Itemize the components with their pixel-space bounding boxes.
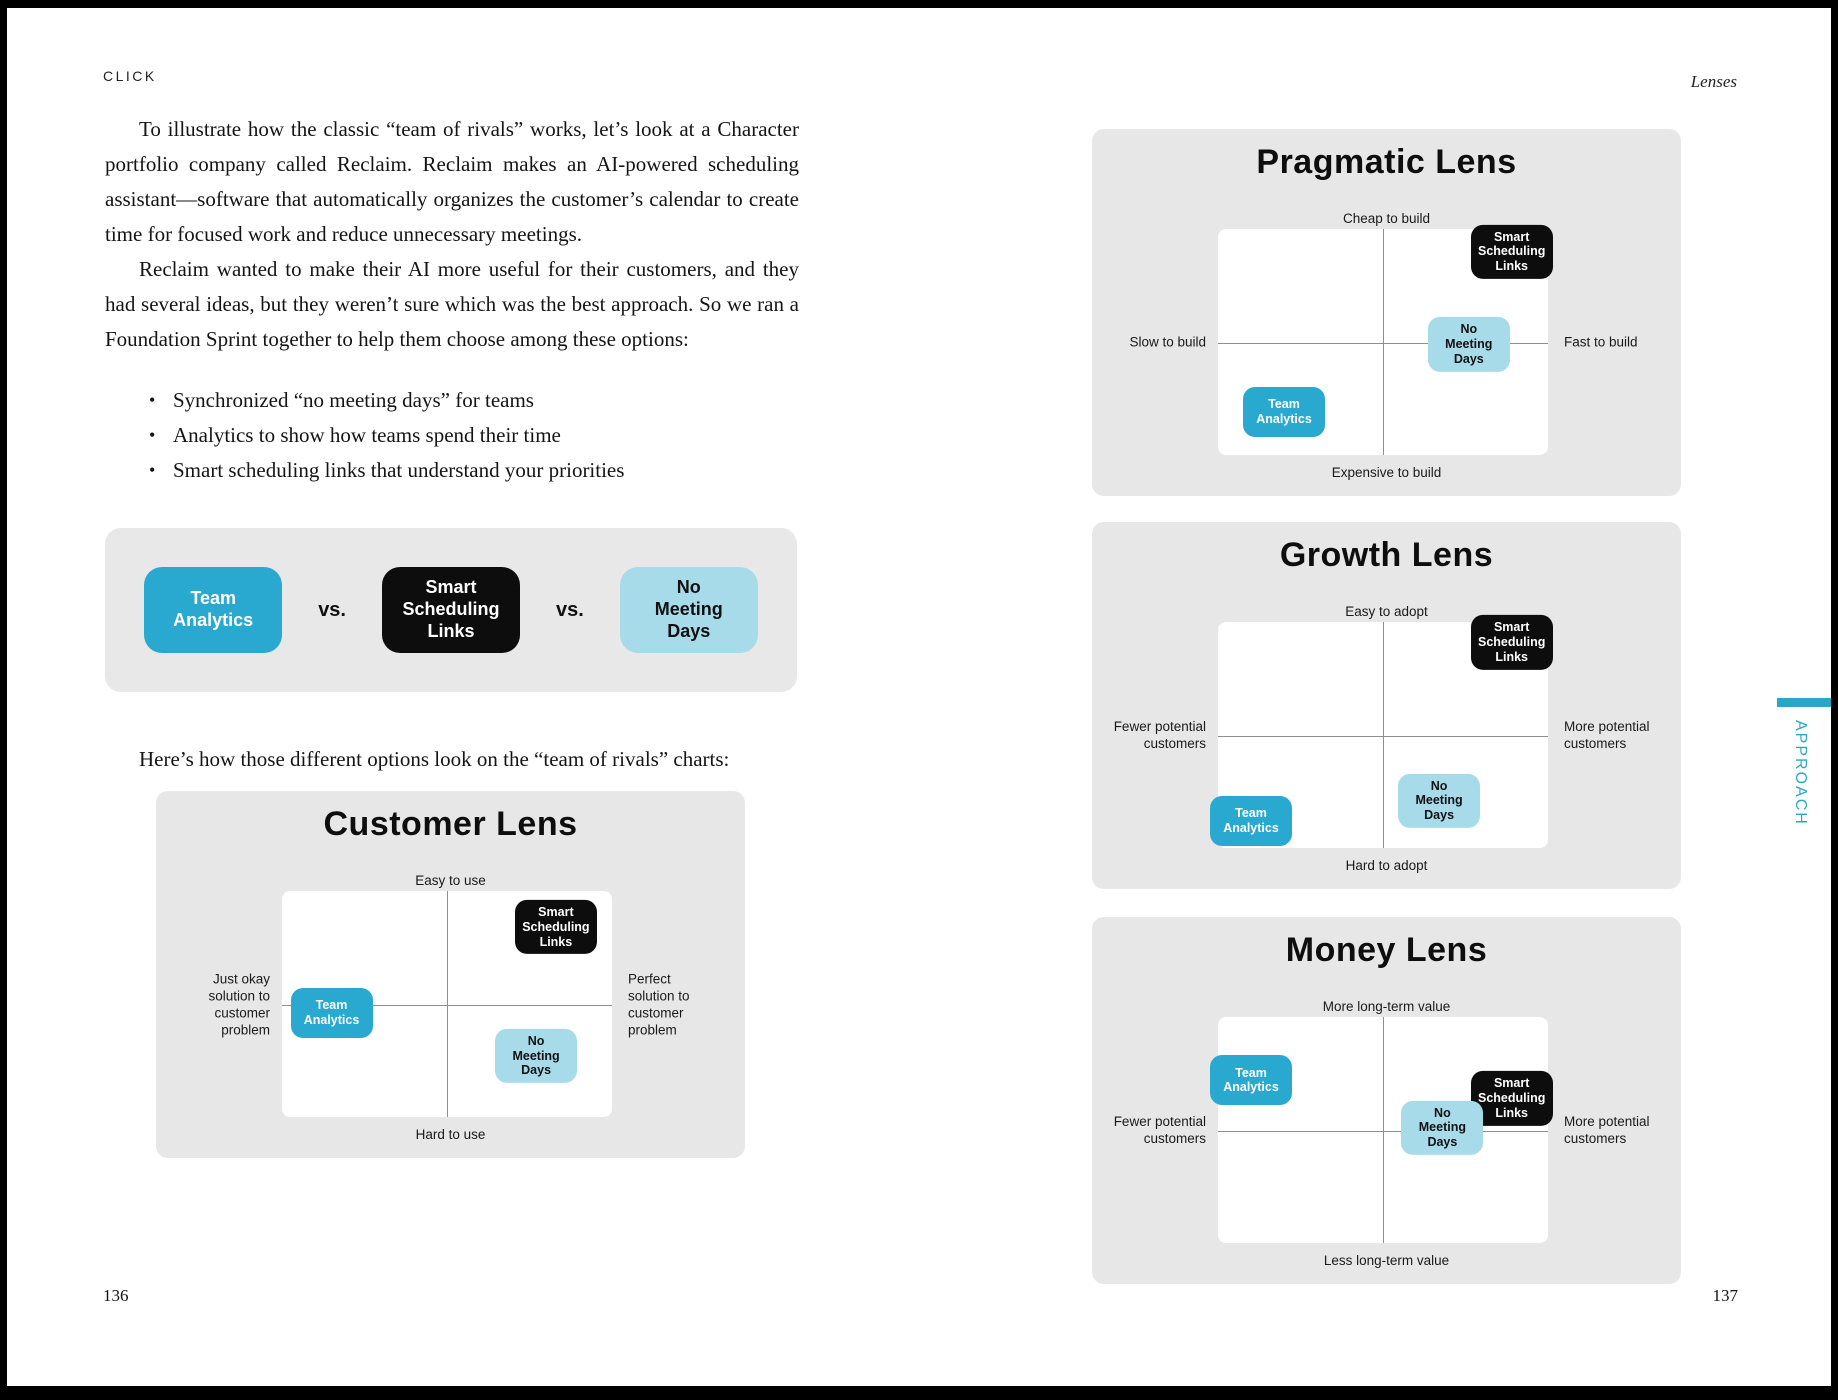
- bullet-item: Synchronized “no meeting days” for teams: [105, 383, 799, 418]
- chip-no_meeting: No Meeting Days: [1427, 317, 1510, 372]
- options-list: Synchronized “no meeting days” for teams…: [105, 383, 799, 488]
- chip-no_meeting: No Meeting Days: [1401, 1100, 1484, 1155]
- lens-title: Money Lens: [1285, 931, 1488, 969]
- axis-label-left: Fewer potential customers: [1113, 719, 1206, 751]
- axis-label-bottom: Expensive to build: [1331, 465, 1442, 480]
- lens-title: Growth Lens: [1279, 536, 1494, 574]
- axis-label-bottom: Hard to adopt: [1345, 858, 1428, 873]
- axis-label-right: Fast to build: [1564, 334, 1638, 350]
- axis-label-bottom: Less long-term value: [1323, 1253, 1450, 1268]
- chip-smart_scheduling: Smart Scheduling Links: [514, 900, 597, 955]
- paragraph-1: To illustrate how the classic “team of r…: [105, 117, 799, 246]
- running-head-left: CLICK: [103, 68, 157, 84]
- vs-separator: vs.: [318, 598, 346, 621]
- axis-label-left: Just okay solution to customer problem: [208, 971, 270, 1037]
- chip-team_analytics: Team Analytics: [1210, 795, 1292, 846]
- axis-label-right: More potential customers: [1564, 719, 1650, 751]
- versus-chip-no_meeting: No Meeting Days: [619, 567, 758, 653]
- left-text-column: To illustrate how the classic “team of r…: [105, 112, 799, 1158]
- chip-no_meeting: No Meeting Days: [1398, 773, 1481, 828]
- page-number-left: 136: [103, 1286, 129, 1305]
- axis-label-bottom: Hard to use: [415, 1127, 486, 1142]
- quadrant-chart: Smart Scheduling Links No Meeting Days Tea…: [1210, 615, 1553, 848]
- axis-label-left: Fewer potential customers: [1113, 1114, 1206, 1146]
- chip-team_analytics: Team Analytics: [1210, 1055, 1292, 1106]
- axis-label-top: More long-term value: [1322, 999, 1451, 1014]
- chip-no_meeting: No Meeting Days: [495, 1028, 578, 1084]
- running-head-right: Lenses: [1690, 72, 1737, 91]
- approach-tab-bar: [1777, 698, 1831, 707]
- paragraph-3: Here’s how those different options look …: [139, 747, 730, 771]
- bullet-item: Smart scheduling links that understand y…: [105, 453, 799, 488]
- approach-tab-label: APPROACH: [1792, 720, 1809, 826]
- axis-label-top: Easy to use: [415, 873, 486, 888]
- axis-label-right: Perfect solution to customer problem: [628, 971, 690, 1037]
- axis-label-top: Cheap to build: [1342, 211, 1431, 226]
- vs-separator: vs.: [556, 598, 584, 621]
- page-number-right: 137: [1712, 1286, 1739, 1305]
- chip-team_analytics: Team Analytics: [290, 988, 373, 1039]
- lens-title: Pragmatic Lens: [1256, 143, 1517, 181]
- chip-team_analytics: Team Analytics: [1243, 387, 1325, 438]
- versus-chip-team_analytics: Team Analytics: [144, 567, 283, 653]
- axis-label-right: More potential customers: [1564, 1114, 1650, 1146]
- chip-smart_scheduling: Smart Scheduling Links: [1470, 1071, 1553, 1126]
- bullet-item: Analytics to show how teams spend their …: [105, 418, 799, 453]
- axis-label-left: Slow to build: [1129, 334, 1206, 350]
- lens-title: Customer Lens: [323, 805, 578, 843]
- chip-smart_scheduling: Smart Scheduling Links: [1470, 224, 1553, 279]
- versus-panel: Team Analytics vs. Smart Scheduling Links v…: [105, 528, 797, 692]
- versus-chip-smart_scheduling: Smart Scheduling Links: [382, 567, 520, 653]
- paragraph-2: Reclaim wanted to make their AI more use…: [105, 257, 799, 351]
- axis-label-top: Easy to adopt: [1345, 604, 1428, 619]
- chip-smart_scheduling: Smart Scheduling Links: [1470, 615, 1553, 670]
